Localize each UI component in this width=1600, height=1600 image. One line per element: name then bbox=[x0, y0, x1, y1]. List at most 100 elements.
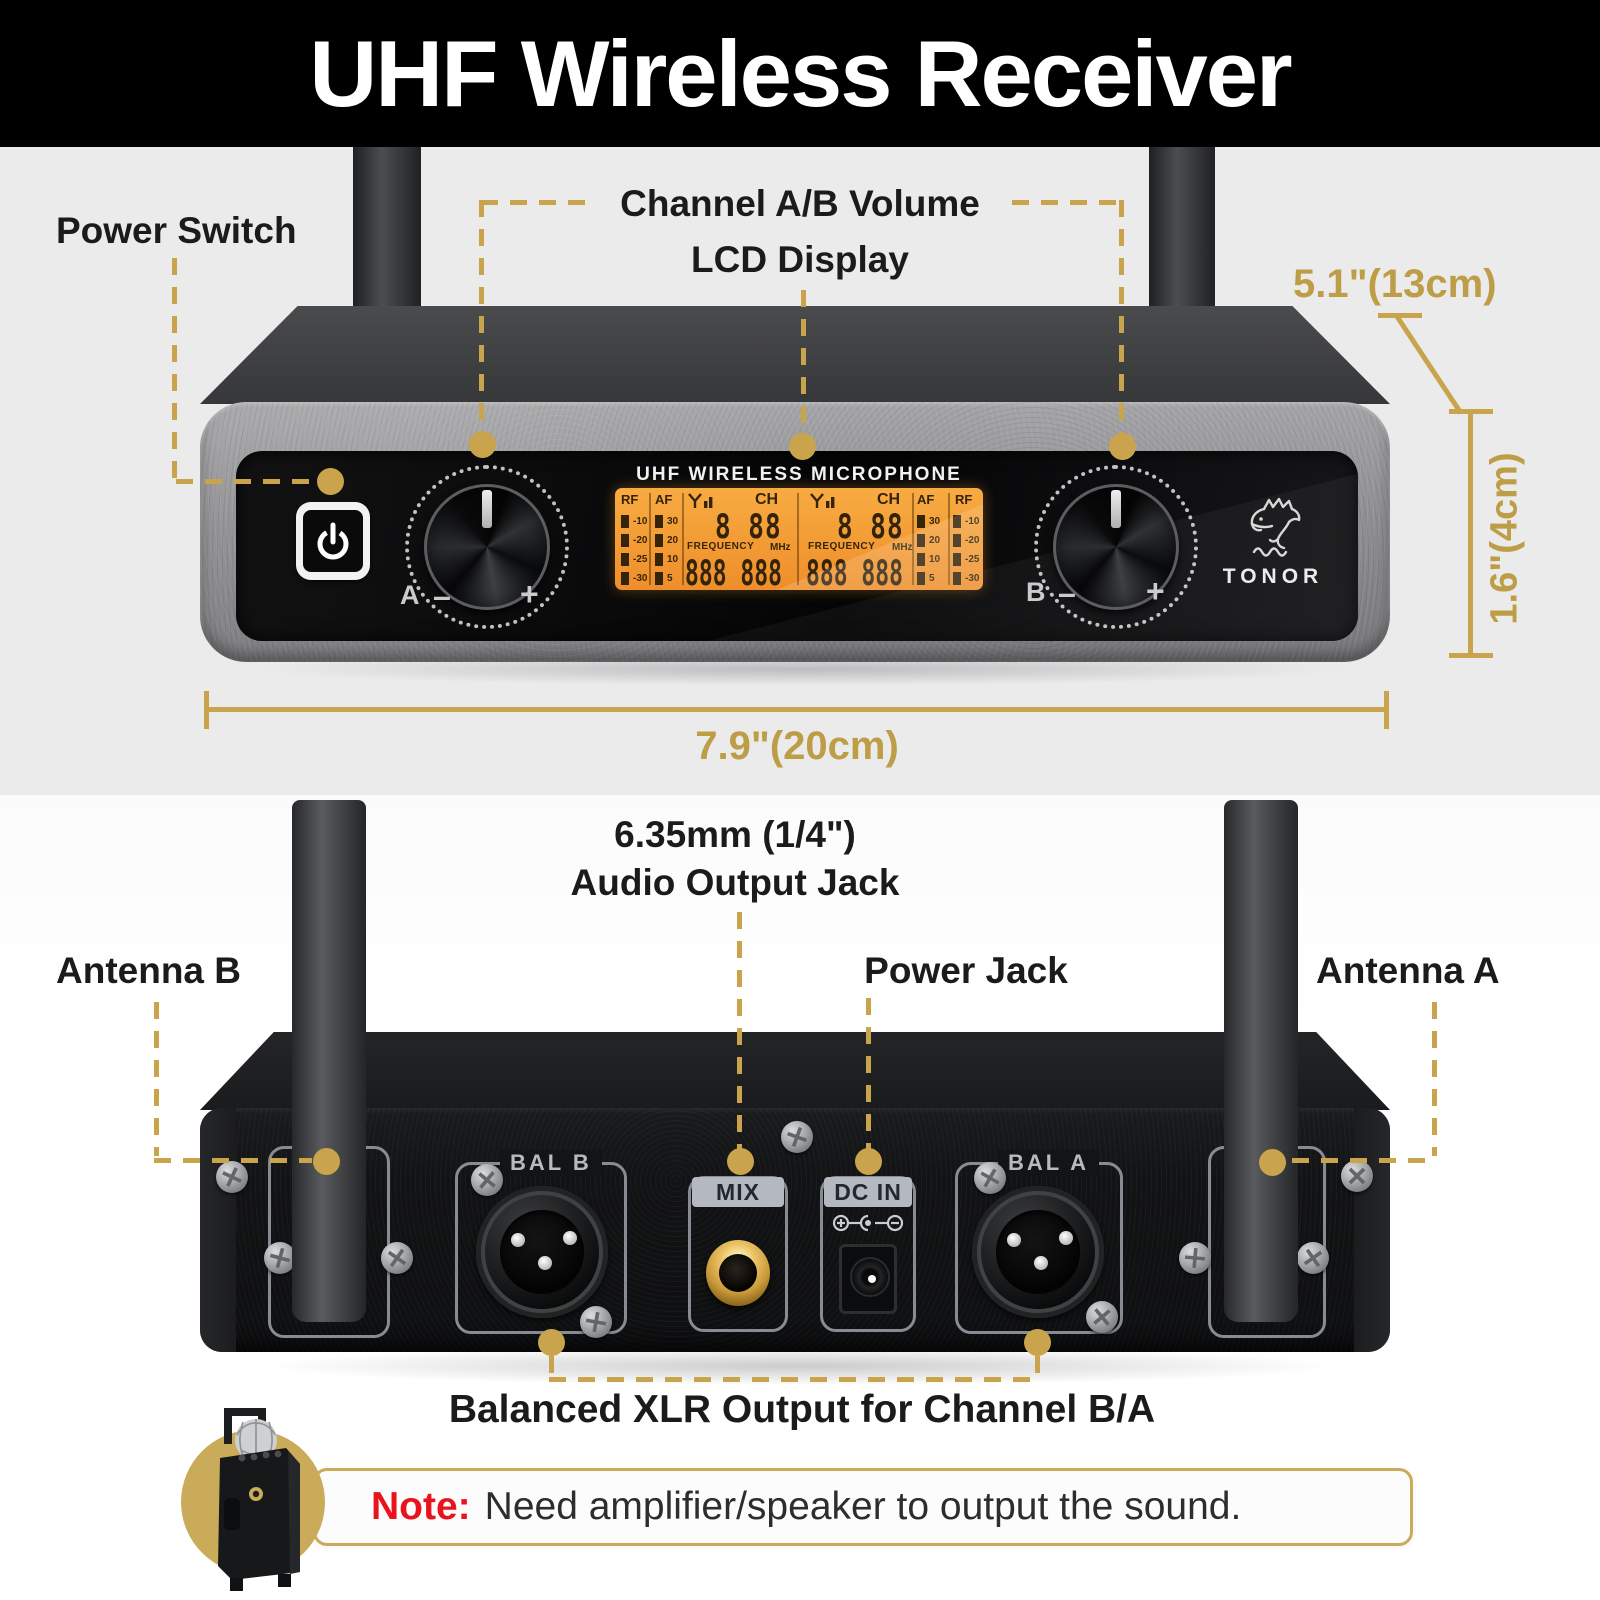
page-title: UHF Wireless Receiver bbox=[309, 20, 1292, 126]
screw-icon bbox=[580, 1306, 612, 1338]
screw-icon bbox=[1297, 1242, 1329, 1274]
power-switch-leader-line bbox=[172, 258, 177, 482]
mix-audio-jack[interactable] bbox=[706, 1240, 770, 1306]
meter-tick: -10 bbox=[965, 516, 980, 527]
xlr-b-dot bbox=[538, 1329, 565, 1356]
meter-tick: 30 bbox=[929, 516, 941, 527]
height-dimension-label: 1.6"(4cm) bbox=[1483, 452, 1526, 625]
xlr-output-label: Balanced XLR Output for Channel B/A bbox=[448, 1388, 1156, 1431]
knob-a-tick-ring bbox=[405, 465, 569, 629]
audio-jack-leader-line bbox=[737, 912, 742, 1150]
xlr-output-b[interactable] bbox=[476, 1186, 608, 1318]
antenna-signal-icon bbox=[688, 493, 713, 508]
dc-in-badge: DC IN bbox=[824, 1177, 912, 1207]
xlr-pin bbox=[511, 1233, 525, 1247]
meter-tick: 10 bbox=[667, 554, 679, 565]
meter-bar-icon bbox=[655, 553, 663, 566]
meter-tick: 5 bbox=[929, 573, 935, 584]
lcd-rf-header-left: RF bbox=[621, 492, 639, 507]
lcd-ch-digits-b: 8 88 bbox=[837, 508, 904, 547]
antenna-b-dot bbox=[313, 1148, 340, 1175]
meter-tick: -25 bbox=[633, 554, 648, 565]
front-antenna-right bbox=[1149, 147, 1215, 335]
knob-a-dot bbox=[469, 431, 496, 458]
mix-dot bbox=[727, 1148, 754, 1175]
note-text: Need amplifier/speaker to output the sou… bbox=[484, 1485, 1242, 1528]
lcd-divider bbox=[682, 493, 684, 585]
rear-antenna-a bbox=[1224, 800, 1298, 1322]
lcd-af-header-left: AF bbox=[655, 492, 673, 507]
power-button[interactable] bbox=[296, 502, 370, 580]
screw-icon bbox=[216, 1161, 248, 1193]
xlr-output-a[interactable] bbox=[972, 1186, 1104, 1318]
antenna-a-dot bbox=[1259, 1149, 1286, 1176]
xlr-a-socket bbox=[996, 1210, 1080, 1294]
screw-icon bbox=[1086, 1301, 1118, 1333]
knob-a-letter: A bbox=[400, 580, 420, 610]
meter-bar-icon bbox=[953, 572, 961, 585]
knob-b-minus: – bbox=[1058, 575, 1076, 611]
antenna-b-leader-line bbox=[154, 1002, 159, 1156]
meter-tick: 10 bbox=[929, 554, 941, 565]
lcd-heading: UHF WIRELESS MICROPHONE bbox=[636, 464, 962, 485]
lcd-af-meter-right: 30 20 10 5 bbox=[917, 515, 940, 590]
meter-bar-icon bbox=[655, 572, 663, 585]
channel-a-volume-knob[interactable] bbox=[424, 484, 550, 610]
audio-jack-label-line1: 6.35mm (1/4") bbox=[614, 814, 856, 855]
dc-in-port-box: DC IN bbox=[820, 1176, 916, 1332]
channel-leader-line bbox=[1119, 200, 1124, 440]
lcd-freq-digits-b: 888 888 bbox=[806, 555, 903, 590]
dimension-cap bbox=[1449, 653, 1493, 658]
meter-tick: 20 bbox=[667, 535, 679, 546]
bal-a-port-box: BAL A bbox=[955, 1150, 1123, 1334]
xlr-pin bbox=[1007, 1233, 1021, 1247]
antenna-b-leader-line bbox=[154, 1158, 312, 1163]
lcd-frequency-label-b: FREQUENCY bbox=[808, 541, 876, 552]
audio-jack-label-line2: Audio Output Jack bbox=[570, 862, 900, 903]
knob-a-indicator bbox=[482, 490, 492, 528]
lcd-af-header-right: AF bbox=[917, 492, 935, 507]
antenna-b-label: Antenna B bbox=[56, 950, 241, 991]
dc-jack-pin bbox=[868, 1275, 876, 1283]
dc-power-jack[interactable] bbox=[839, 1244, 897, 1314]
meter-tick: -20 bbox=[633, 535, 648, 546]
screw-icon bbox=[1179, 1242, 1211, 1274]
power-jack-leader-line bbox=[866, 998, 871, 1150]
xlr-pin bbox=[563, 1231, 577, 1245]
knob-b-plus: + bbox=[1146, 573, 1165, 609]
meter-bar-icon bbox=[953, 534, 961, 547]
xlr-a-dot bbox=[1024, 1329, 1051, 1356]
knob-b-letter: B bbox=[1026, 577, 1046, 607]
rear-right-bevel bbox=[1354, 1108, 1390, 1352]
xlr-leader-line bbox=[549, 1356, 554, 1382]
meter-tick: -30 bbox=[633, 573, 648, 584]
xlr-pin bbox=[538, 1256, 552, 1270]
bal-a-label: BAL A bbox=[998, 1150, 1099, 1176]
screw-icon bbox=[264, 1242, 296, 1274]
lcd-ch-label-b: CH bbox=[877, 491, 901, 508]
power-switch-dot bbox=[317, 468, 344, 495]
power-icon bbox=[303, 510, 363, 572]
dc-jack-ring bbox=[850, 1257, 890, 1297]
knob-b-tick-ring bbox=[1034, 465, 1198, 629]
xlr-pin bbox=[1059, 1231, 1073, 1245]
screw-icon bbox=[974, 1162, 1006, 1194]
meter-bar-icon bbox=[917, 572, 925, 585]
screw-icon bbox=[381, 1242, 413, 1274]
channel-leader-line bbox=[479, 200, 484, 440]
lcd-ch-digits-a: 8 88 bbox=[715, 508, 782, 547]
meter-bar-icon bbox=[655, 534, 663, 547]
screw-icon bbox=[781, 1121, 813, 1153]
lcd-divider bbox=[948, 493, 950, 585]
screw-icon bbox=[1341, 1160, 1373, 1192]
meter-bar-icon bbox=[917, 534, 925, 547]
brand-name: TONOR bbox=[1222, 565, 1324, 588]
channel-b-volume-knob[interactable] bbox=[1053, 484, 1179, 610]
meter-bar-icon bbox=[917, 553, 925, 566]
mix-jack-hole bbox=[719, 1254, 757, 1292]
front-antenna-left bbox=[353, 147, 421, 335]
bal-b-label: BAL B bbox=[500, 1150, 602, 1176]
xlr-leader-line bbox=[549, 1377, 1041, 1382]
lcd-mhz-label-a: MHz bbox=[770, 542, 791, 553]
lcd-mhz-label-b: MHz bbox=[892, 542, 913, 553]
